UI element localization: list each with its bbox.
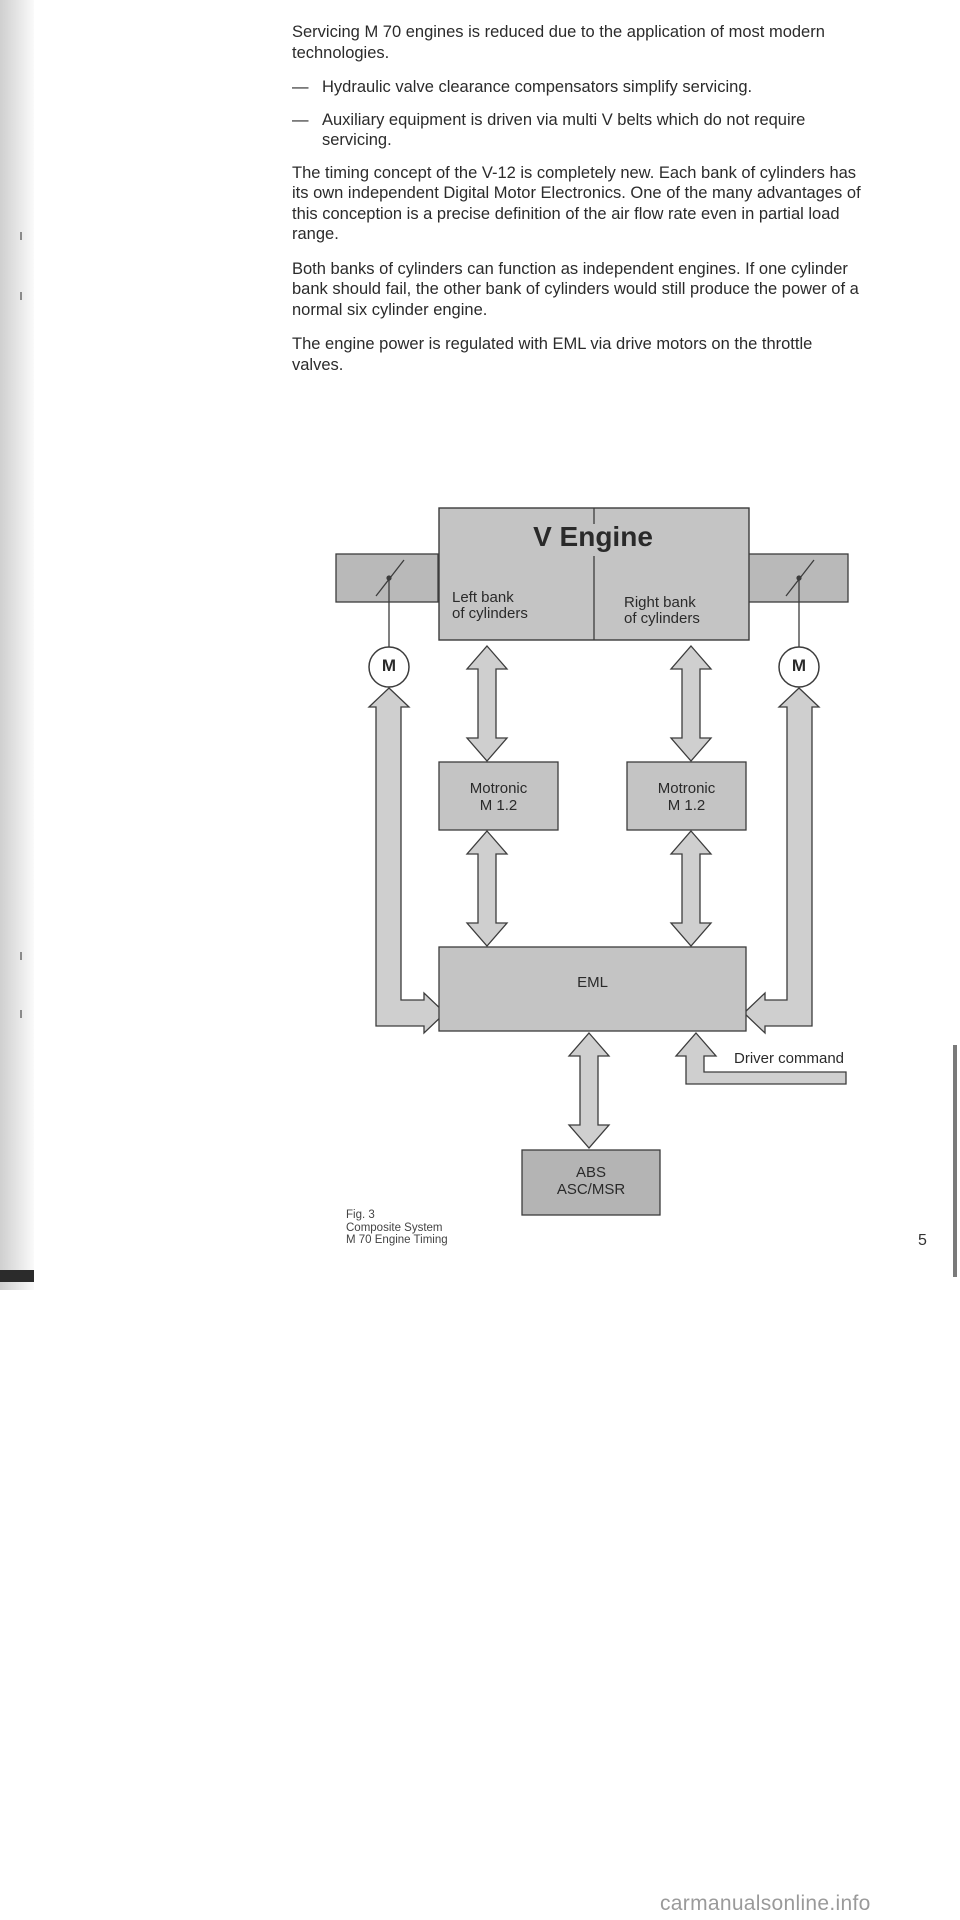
paragraph: Both banks of cylinders can function as … <box>292 259 859 319</box>
motronic-right-label: Motronic M 1.2 <box>627 780 746 814</box>
caption-line1: Fig. 3 <box>346 1209 375 1221</box>
binding-mark <box>20 952 22 960</box>
left-drive-motor <box>368 646 410 688</box>
abs-line1: ABS <box>575 1164 606 1181</box>
left-motor-label: M <box>381 656 397 675</box>
left-bank-line1: Left bank <box>452 589 514 606</box>
right-bank-label: Right bank of cylinders <box>624 595 734 627</box>
right-drive-motor <box>778 646 820 688</box>
motronic-left-line1: Motronic <box>469 780 528 797</box>
right-throttle-pivot <box>796 575 802 581</box>
paragraph: The timing concept of the V-12 is comple… <box>292 163 861 244</box>
eml-abs-arrow <box>567 1032 611 1149</box>
bullet-dash: — <box>292 78 309 96</box>
right-bank-line1: Right bank <box>624 594 696 611</box>
left-bank-label: Left bank of cylinders <box>452 590 562 622</box>
driver-command-arrow <box>674 1032 847 1085</box>
left-throttle-duct <box>335 553 439 603</box>
bullet-dash: — <box>292 110 309 129</box>
left-bank-motronic-arrow <box>465 645 509 762</box>
body-text: Servicing M 70 engines is reduced due to… <box>292 22 862 389</box>
motronic-right-line2: M 1.2 <box>667 797 706 814</box>
eml-box <box>438 946 747 1032</box>
left-motronic-eml-arrow <box>465 830 509 947</box>
right-motor-label: M <box>791 656 807 675</box>
right-bank-line2: of cylinders <box>624 610 700 627</box>
motronic-right-line1: Motronic <box>657 780 716 797</box>
left-motor-eml-arrow <box>367 687 446 1035</box>
abs-box <box>521 1149 661 1216</box>
bullet-text: Auxiliary equipment is driven via multi … <box>322 110 806 150</box>
eml-label: EML <box>577 974 608 991</box>
caption-line2: Composite System <box>346 1221 443 1234</box>
motronic-left-box <box>438 761 559 831</box>
abs-line2: ASC/MSR <box>556 1181 626 1198</box>
left-throttle-pivot <box>386 575 392 581</box>
motronic-left-line2: M 1.2 <box>479 797 518 814</box>
v-engine-title: V Engine <box>533 521 653 552</box>
right-bank-motronic-arrow <box>669 645 713 762</box>
abs-label: ABS ASC/MSR <box>522 1164 660 1198</box>
footer-watermark: carmanualsonline.info <box>660 1892 871 1915</box>
right-motor-eml-arrow <box>743 687 821 1035</box>
page-edge-bar <box>953 1045 957 1277</box>
bullet-text: Hydraulic valve clearance compensators s… <box>322 78 753 96</box>
motronic-right-box <box>626 761 747 831</box>
paragraph: Servicing M 70 engines is reduced due to… <box>292 23 825 62</box>
bullet-item: — Hydraulic valve clearance compensators… <box>292 77 862 98</box>
paragraph: The engine power is regulated with EML v… <box>292 335 813 374</box>
composite-system-diagram: V Engine Left bank of cylinders Right ba… <box>335 507 849 1216</box>
page-binding-edge <box>0 0 34 1290</box>
figure-caption: Fig. 3 Composite System M 70 Engine Timi… <box>346 1209 448 1247</box>
driver-command-label: Driver command <box>734 1050 845 1067</box>
left-bank-line2: of cylinders <box>452 605 528 622</box>
right-motronic-eml-arrow <box>669 830 713 947</box>
right-throttle-duct <box>745 553 849 603</box>
binding-mark <box>20 292 22 300</box>
binding-corner <box>0 1270 34 1282</box>
page-number: 5 <box>918 1232 927 1249</box>
diagram-graphics <box>335 507 849 1216</box>
caption-line3: M 70 Engine Timing <box>346 1234 448 1246</box>
binding-mark <box>20 232 22 240</box>
binding-mark <box>20 1010 22 1018</box>
motronic-left-label: Motronic M 1.2 <box>439 780 558 814</box>
bullet-item: — Auxiliary equipment is driven via mult… <box>292 110 862 151</box>
